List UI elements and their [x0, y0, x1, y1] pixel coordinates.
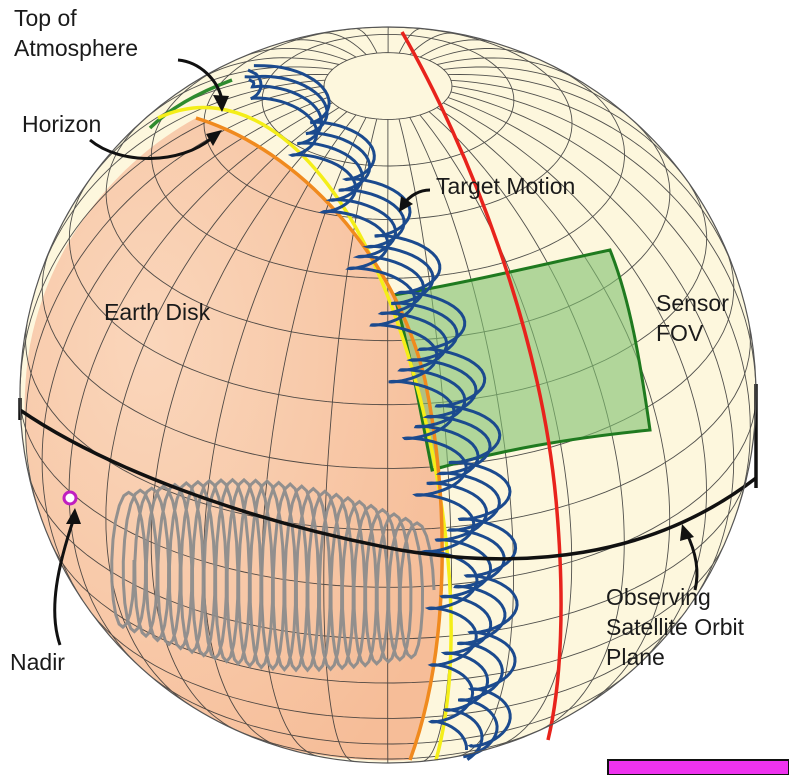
target-motion-line	[247, 68, 479, 751]
target-motion-line	[253, 64, 519, 748]
grid-line	[409, 117, 514, 757]
grid-line	[20, 85, 325, 384]
corner-badge	[607, 759, 789, 775]
target-motion-loops	[244, 64, 519, 761]
arrow-icon	[89, 136, 213, 160]
atmosphere-limb-line	[195, 116, 444, 761]
grid-line	[151, 65, 625, 279]
grid-line	[25, 91, 326, 504]
label-horizon: Horizon	[22, 111, 101, 137]
grid-line	[450, 79, 737, 277]
arrow-icon	[177, 58, 224, 101]
label-target-motion: Target Motion	[436, 173, 575, 199]
earth-disk	[24, 118, 443, 761]
ground-track-line	[110, 477, 436, 673]
arrow-icon	[680, 524, 694, 541]
target-motion-line	[244, 74, 507, 759]
arrow-icon	[66, 508, 81, 524]
grid-line	[428, 48, 534, 61]
label-sensor-fov-1: Sensor	[656, 290, 729, 316]
grid-line	[321, 32, 367, 55]
grid-line	[92, 613, 682, 719]
grid-line	[153, 674, 628, 745]
grid-line	[68, 102, 333, 665]
grid-line	[261, 117, 367, 757]
arrow-icon	[399, 196, 413, 212]
grid-line	[443, 102, 707, 665]
grid-line	[199, 57, 340, 80]
label-earth-disk: Earth Disk	[104, 299, 211, 325]
grid-line	[398, 118, 453, 762]
grid-line	[436, 107, 671, 708]
sphere-outline	[19, 26, 757, 764]
grid-line	[428, 111, 625, 731]
grid-line	[448, 74, 688, 182]
grid-line	[436, 57, 578, 80]
label-sensor-fov-2: FOV	[656, 320, 704, 346]
graticule-grid	[20, 27, 756, 763]
sensor-fov	[392, 248, 652, 472]
arrow-icon	[206, 130, 222, 146]
ground-track-loops	[110, 477, 436, 673]
grid-line	[261, 33, 515, 167]
label-orbit-3: Plane	[606, 644, 665, 670]
red-meridian	[400, 31, 563, 741]
grid-line	[105, 107, 340, 707]
grid-line	[203, 114, 357, 748]
grid-line	[450, 91, 751, 504]
label-orbit-2: Satellite Orbit	[606, 614, 745, 640]
arrow-icon	[53, 517, 76, 646]
grid-line	[150, 111, 348, 731]
label-orbit-1: Observing	[606, 584, 711, 610]
arrow-heads	[66, 95, 694, 541]
label-top-of-atmosphere-2: Atmosphere	[14, 35, 138, 61]
label-nadir: Nadir	[10, 649, 65, 675]
top-of-atmosphere-line	[148, 78, 233, 130]
nadir-marker-icon	[62, 490, 78, 506]
grid-line	[419, 114, 573, 748]
label-top-of-atmosphere-1: Top of	[14, 5, 77, 31]
grid-line	[242, 47, 348, 61]
arrow-icon	[213, 95, 229, 112]
grid-line	[409, 32, 455, 56]
orbit-plane-line	[19, 408, 758, 561]
